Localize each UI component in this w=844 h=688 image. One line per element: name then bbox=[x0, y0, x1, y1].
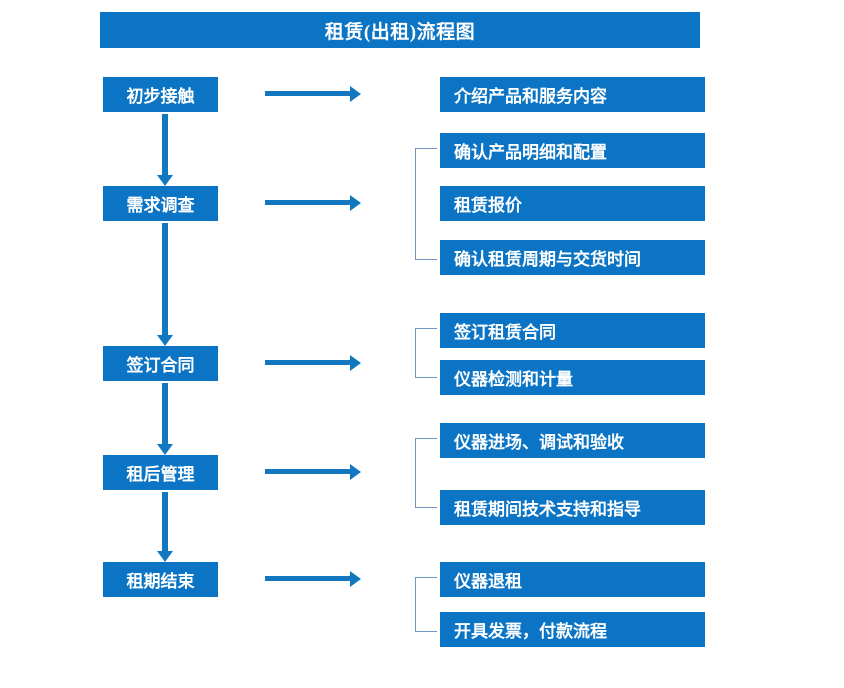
arrow-shaft bbox=[162, 114, 168, 175]
arrow-shaft bbox=[162, 383, 168, 444]
arrow-shaft bbox=[265, 469, 350, 474]
arrow-shaft bbox=[265, 360, 350, 365]
arrow-head bbox=[350, 464, 361, 480]
process-node-post-rent-mgmt[interactable]: 租后管理 bbox=[103, 455, 218, 490]
flowchart-title: 租赁(出租)流程图 bbox=[100, 12, 700, 48]
detail-node-confirm-period[interactable]: 确认租赁周期与交货时间 bbox=[440, 240, 705, 275]
arrow-head bbox=[157, 444, 173, 455]
down-arrow-icon-4 bbox=[155, 492, 175, 562]
detail-node-instrument-test[interactable]: 仪器检测和计量 bbox=[440, 360, 705, 395]
arrow-shaft bbox=[162, 492, 168, 551]
arrow-head bbox=[350, 195, 361, 211]
arrow-head bbox=[157, 551, 173, 562]
detail-node-invoice-payment[interactable]: 开具发票，付款流程 bbox=[440, 612, 705, 647]
arrow-shaft bbox=[162, 223, 168, 335]
process-node-initial-contact[interactable]: 初步接触 bbox=[103, 77, 218, 112]
process-node-lease-end[interactable]: 租期结束 bbox=[103, 562, 218, 597]
arrow-head bbox=[350, 355, 361, 371]
arrow-head bbox=[350, 571, 361, 587]
group-bracket-post-rent-mgmt bbox=[415, 438, 437, 508]
detail-node-confirm-spec[interactable]: 确认产品明细和配置 bbox=[440, 133, 705, 168]
detail-node-onsite-commission[interactable]: 仪器进场、调试和验收 bbox=[440, 423, 705, 458]
detail-node-return-instrument[interactable]: 仪器退租 bbox=[440, 562, 705, 597]
detail-node-tech-support[interactable]: 租赁期间技术支持和指导 bbox=[440, 490, 705, 525]
detail-node-rental-quote[interactable]: 租赁报价 bbox=[440, 186, 705, 221]
down-arrow-icon-1 bbox=[155, 114, 175, 186]
group-bracket-lease-end bbox=[415, 577, 437, 632]
process-node-sign-contract[interactable]: 签订合同 bbox=[103, 346, 218, 381]
arrow-head bbox=[157, 335, 173, 346]
detail-node-intro-products[interactable]: 介绍产品和服务内容 bbox=[440, 77, 705, 112]
arrow-head bbox=[350, 86, 361, 102]
process-node-demand-survey[interactable]: 需求调查 bbox=[103, 186, 218, 221]
group-bracket-sign-contract bbox=[415, 328, 437, 378]
arrow-shaft bbox=[265, 200, 350, 205]
arrow-head bbox=[157, 175, 173, 186]
down-arrow-icon-3 bbox=[155, 383, 175, 455]
down-arrow-icon-2 bbox=[155, 223, 175, 346]
arrow-shaft bbox=[265, 576, 350, 581]
detail-node-sign-lease[interactable]: 签订租赁合同 bbox=[440, 313, 705, 348]
arrow-shaft bbox=[265, 91, 350, 96]
group-bracket-demand-survey bbox=[415, 148, 437, 260]
